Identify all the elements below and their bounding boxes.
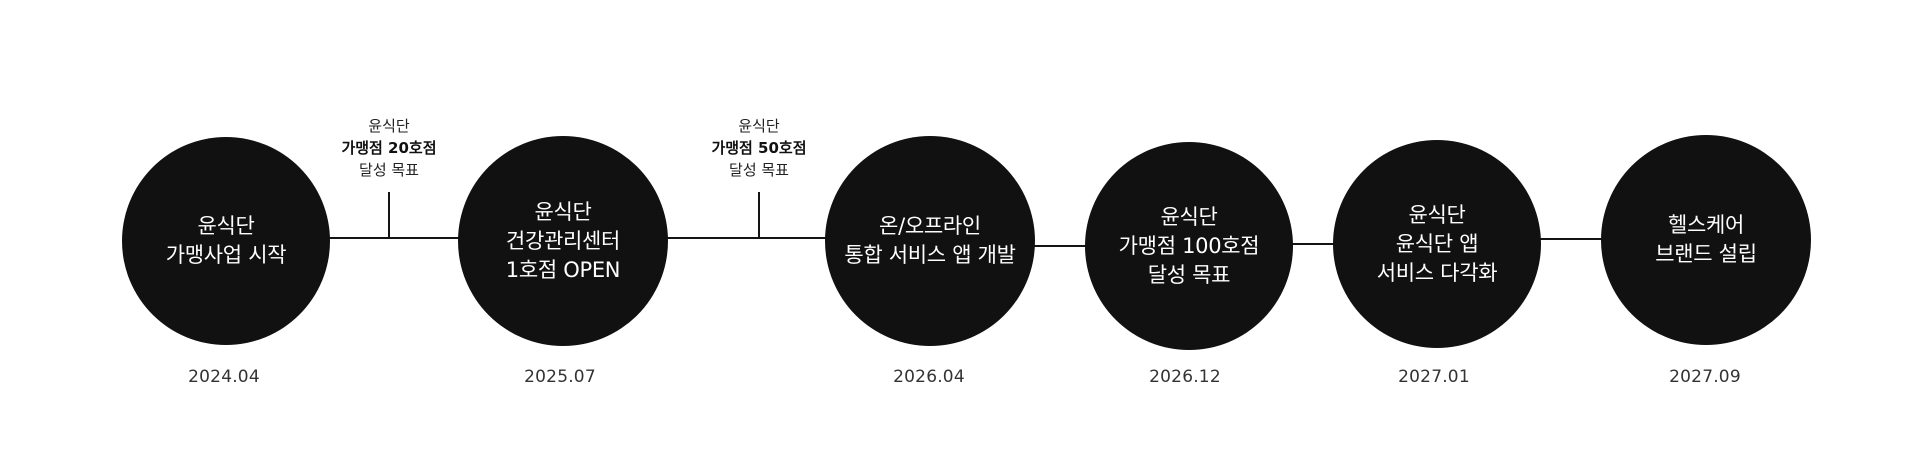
event-4-date: 2026.12 [1149,367,1221,387]
event-2-label: 윤식단 건강관리센터 1호점 OPEN [505,199,621,282]
event-3-date: 2026.04 [893,367,965,387]
milestone-1-line3: 달성 목표 [359,161,419,179]
milestone-2-line3: 달성 목표 [729,161,789,179]
milestone-2-line1: 윤식단 [738,117,780,135]
timeline-event-circle-5: 윤식단 윤식단 앱 서비스 다각화 [1333,140,1541,348]
connector-line-4 [1280,243,1340,245]
milestone-2-line2: 가맹점 50호점 [711,139,807,157]
milestone-1-line2: 가맹점 20호점 [341,139,437,157]
timeline-event-circle-6: 헬스케어 브랜드 설립 [1601,135,1811,345]
event-3-label: 온/오프라인 통합 서비스 앱 개발 [844,214,1016,267]
connector-line-3 [1030,245,1090,247]
timeline-event-circle-1: 윤식단 가맹사업 시작 [122,137,330,345]
milestone-tick-2 [758,192,760,238]
timeline-event-circle-2: 윤식단 건강관리센터 1호점 OPEN [458,136,668,346]
connector-line-1 [300,237,465,239]
event-6-date: 2027.09 [1669,367,1741,387]
event-2-date: 2025.07 [524,367,596,387]
connector-line-2 [665,237,830,239]
timeline-event-circle-3: 온/오프라인 통합 서비스 앱 개발 [825,136,1035,346]
event-5-label: 윤식단 윤식단 앱 서비스 다각화 [1376,202,1498,285]
event-1-date: 2024.04 [188,367,260,387]
milestone-tick-1 [388,192,390,238]
event-5-date: 2027.01 [1398,367,1470,387]
milestone-label-1: 윤식단 가맹점 20호점 달성 목표 [299,115,479,181]
milestone-1-line1: 윤식단 [368,117,410,135]
milestone-label-2: 윤식단 가맹점 50호점 달성 목표 [669,115,849,181]
event-1-label: 윤식단 가맹사업 시작 [165,214,287,267]
timeline-event-circle-4: 윤식단 가맹점 100호점 달성 목표 [1085,142,1293,350]
event-4-label: 윤식단 가맹점 100호점 달성 목표 [1118,204,1260,287]
event-6-label: 헬스케어 브랜드 설립 [1655,213,1757,266]
connector-line-5 [1530,238,1610,240]
